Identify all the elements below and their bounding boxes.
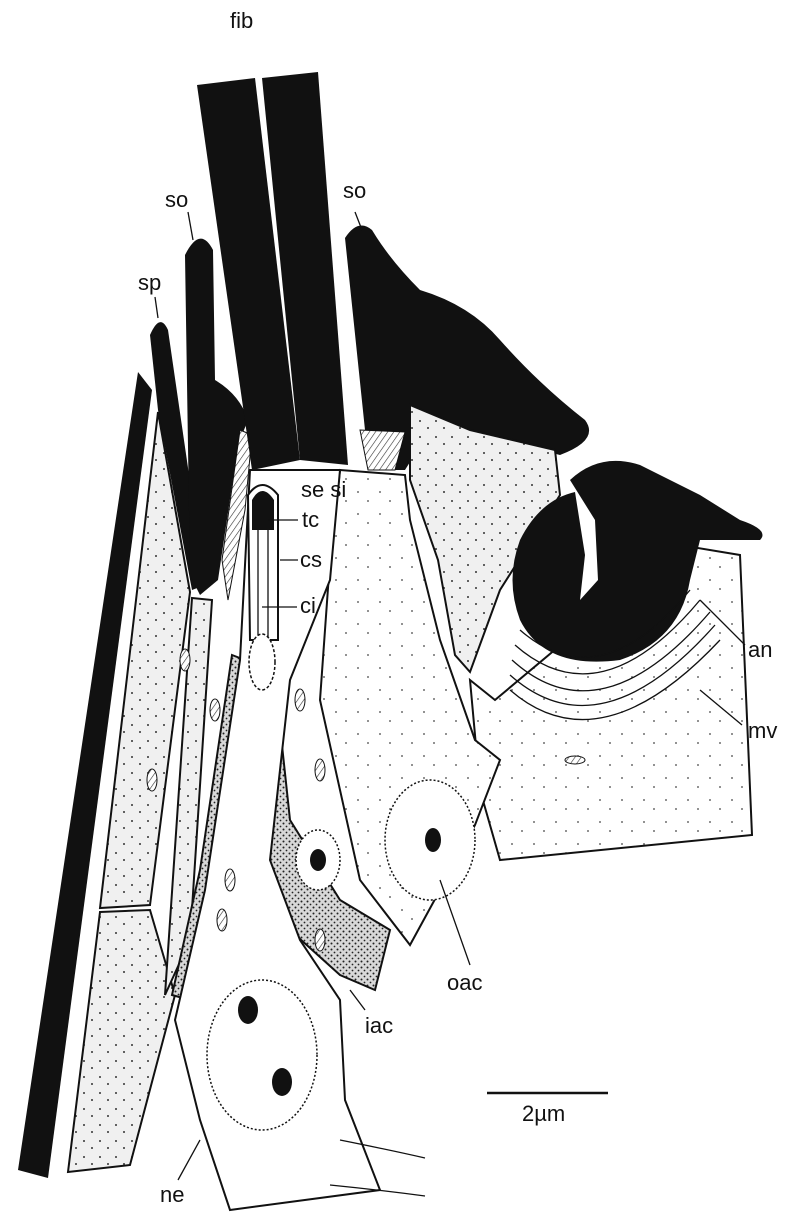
label-se-si: se si xyxy=(301,477,346,502)
label-so-right: so xyxy=(343,178,366,203)
tubular-cap-tc xyxy=(252,491,274,530)
oac-nucleolus xyxy=(425,828,441,852)
label-ne: ne xyxy=(160,1182,184,1207)
epidermal-cell-left-lower xyxy=(68,910,175,1172)
neuron-nucleolus-1 xyxy=(238,996,258,1024)
label-oac: oac xyxy=(447,970,482,995)
label-tc: tc xyxy=(302,507,319,532)
basal-body xyxy=(249,634,275,690)
label-so-left: so xyxy=(165,187,188,212)
label-an: an xyxy=(748,637,772,662)
label-cs: cs xyxy=(300,547,322,572)
label-sp: sp xyxy=(138,270,161,295)
label-ci: ci xyxy=(300,593,316,618)
label-mv: mv xyxy=(748,718,777,743)
iac-nucleolus xyxy=(310,849,326,871)
label-fib: fib xyxy=(230,8,253,33)
label-iac: iac xyxy=(365,1013,393,1038)
gland-mitochondrion xyxy=(565,756,585,764)
neuron-nucleolus-2 xyxy=(272,1068,292,1096)
neuron-nucleus xyxy=(207,980,317,1130)
scale-bar-label: 2µm xyxy=(522,1101,565,1126)
